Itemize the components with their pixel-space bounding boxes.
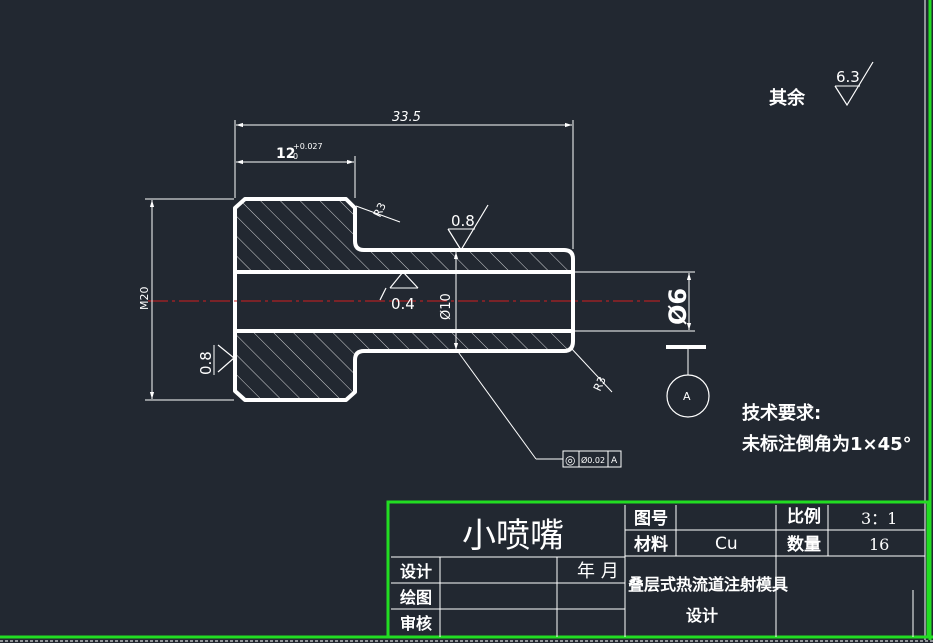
date-label: 年 月 <box>577 561 619 582</box>
roughness-inner-value: 0.4 <box>391 295 415 313</box>
datum-label: A <box>683 390 691 403</box>
upper-hatch-region <box>235 199 573 272</box>
lower-hatch-region <box>235 331 573 400</box>
tech-title: 技术要求: <box>742 402 821 424</box>
project-line1: 叠层式热流道注射模具 <box>628 575 788 594</box>
roughness-symbol-face <box>217 344 235 373</box>
roughness-face-value: 0.8 <box>197 351 215 375</box>
review-label: 审核 <box>400 614 432 633</box>
scale-label: 比例 <box>787 506 821 527</box>
dim-bore: Ø10 <box>439 293 454 320</box>
dim-flange-length: 12 <box>276 146 295 162</box>
gdt-value: Ø0.02 <box>581 455 605 465</box>
roughness-symbol-inner <box>389 271 419 289</box>
roughness-symbol-bore <box>447 204 489 252</box>
draw-label: 绘图 <box>400 588 432 607</box>
tech-note: 未标注倒角为1×45° <box>742 433 912 455</box>
project-line2: 设计 <box>686 606 718 625</box>
gdt-frame <box>562 450 622 468</box>
material-label: 材料 <box>634 534 668 555</box>
dim-shaft: Ø6 <box>664 288 692 325</box>
gdt-symbol: ◎ <box>565 453 575 467</box>
roughness-symbol-general <box>834 61 874 107</box>
gdt-datum: A <box>611 456 618 466</box>
part-name: 小喷嘴 <box>462 516 564 556</box>
scale-value: 3：1 <box>861 509 897 528</box>
dim-r-top: R3 <box>371 200 389 219</box>
part-outline <box>233 197 575 402</box>
dim-r-bottom: R3 <box>591 374 609 393</box>
qty-value: 16 <box>869 535 889 554</box>
gdt-callout: ◎ Ø0.02 A <box>455 348 622 468</box>
part-section-view <box>148 197 660 402</box>
roughness-symbols: 0.8 0.4 0.8 6.3 其余 <box>197 61 874 375</box>
technical-requirements: 技术要求: 未标注倒角为1×45° <box>742 402 912 455</box>
datum-symbol: A <box>666 345 710 418</box>
design-label: 设计 <box>400 562 432 581</box>
material-value: Cu <box>715 534 738 554</box>
dim-thread: M20 <box>138 287 151 311</box>
qty-label: 数量 <box>787 534 821 555</box>
roughness-note: 其余 <box>769 87 806 109</box>
dim-flange-tol-upper: +0.027 <box>293 142 323 151</box>
dim-total-length: 33.5 <box>392 110 421 125</box>
dim-flange-tol-lower: 0 <box>293 152 298 161</box>
title-block: 小喷嘴 图号 材料 Cu 比例 3：1 数量 16 设计 绘图 审核 年 月 叠… <box>386 500 930 639</box>
roughness-bore-value: 0.8 <box>451 212 475 230</box>
roughness-general-value: 6.3 <box>836 68 860 86</box>
dimensions: 33.5 12 +0.027 0 M20 Ø10 Ø6 R3 R3 <box>138 110 695 401</box>
drawing-no-label: 图号 <box>634 509 668 529</box>
